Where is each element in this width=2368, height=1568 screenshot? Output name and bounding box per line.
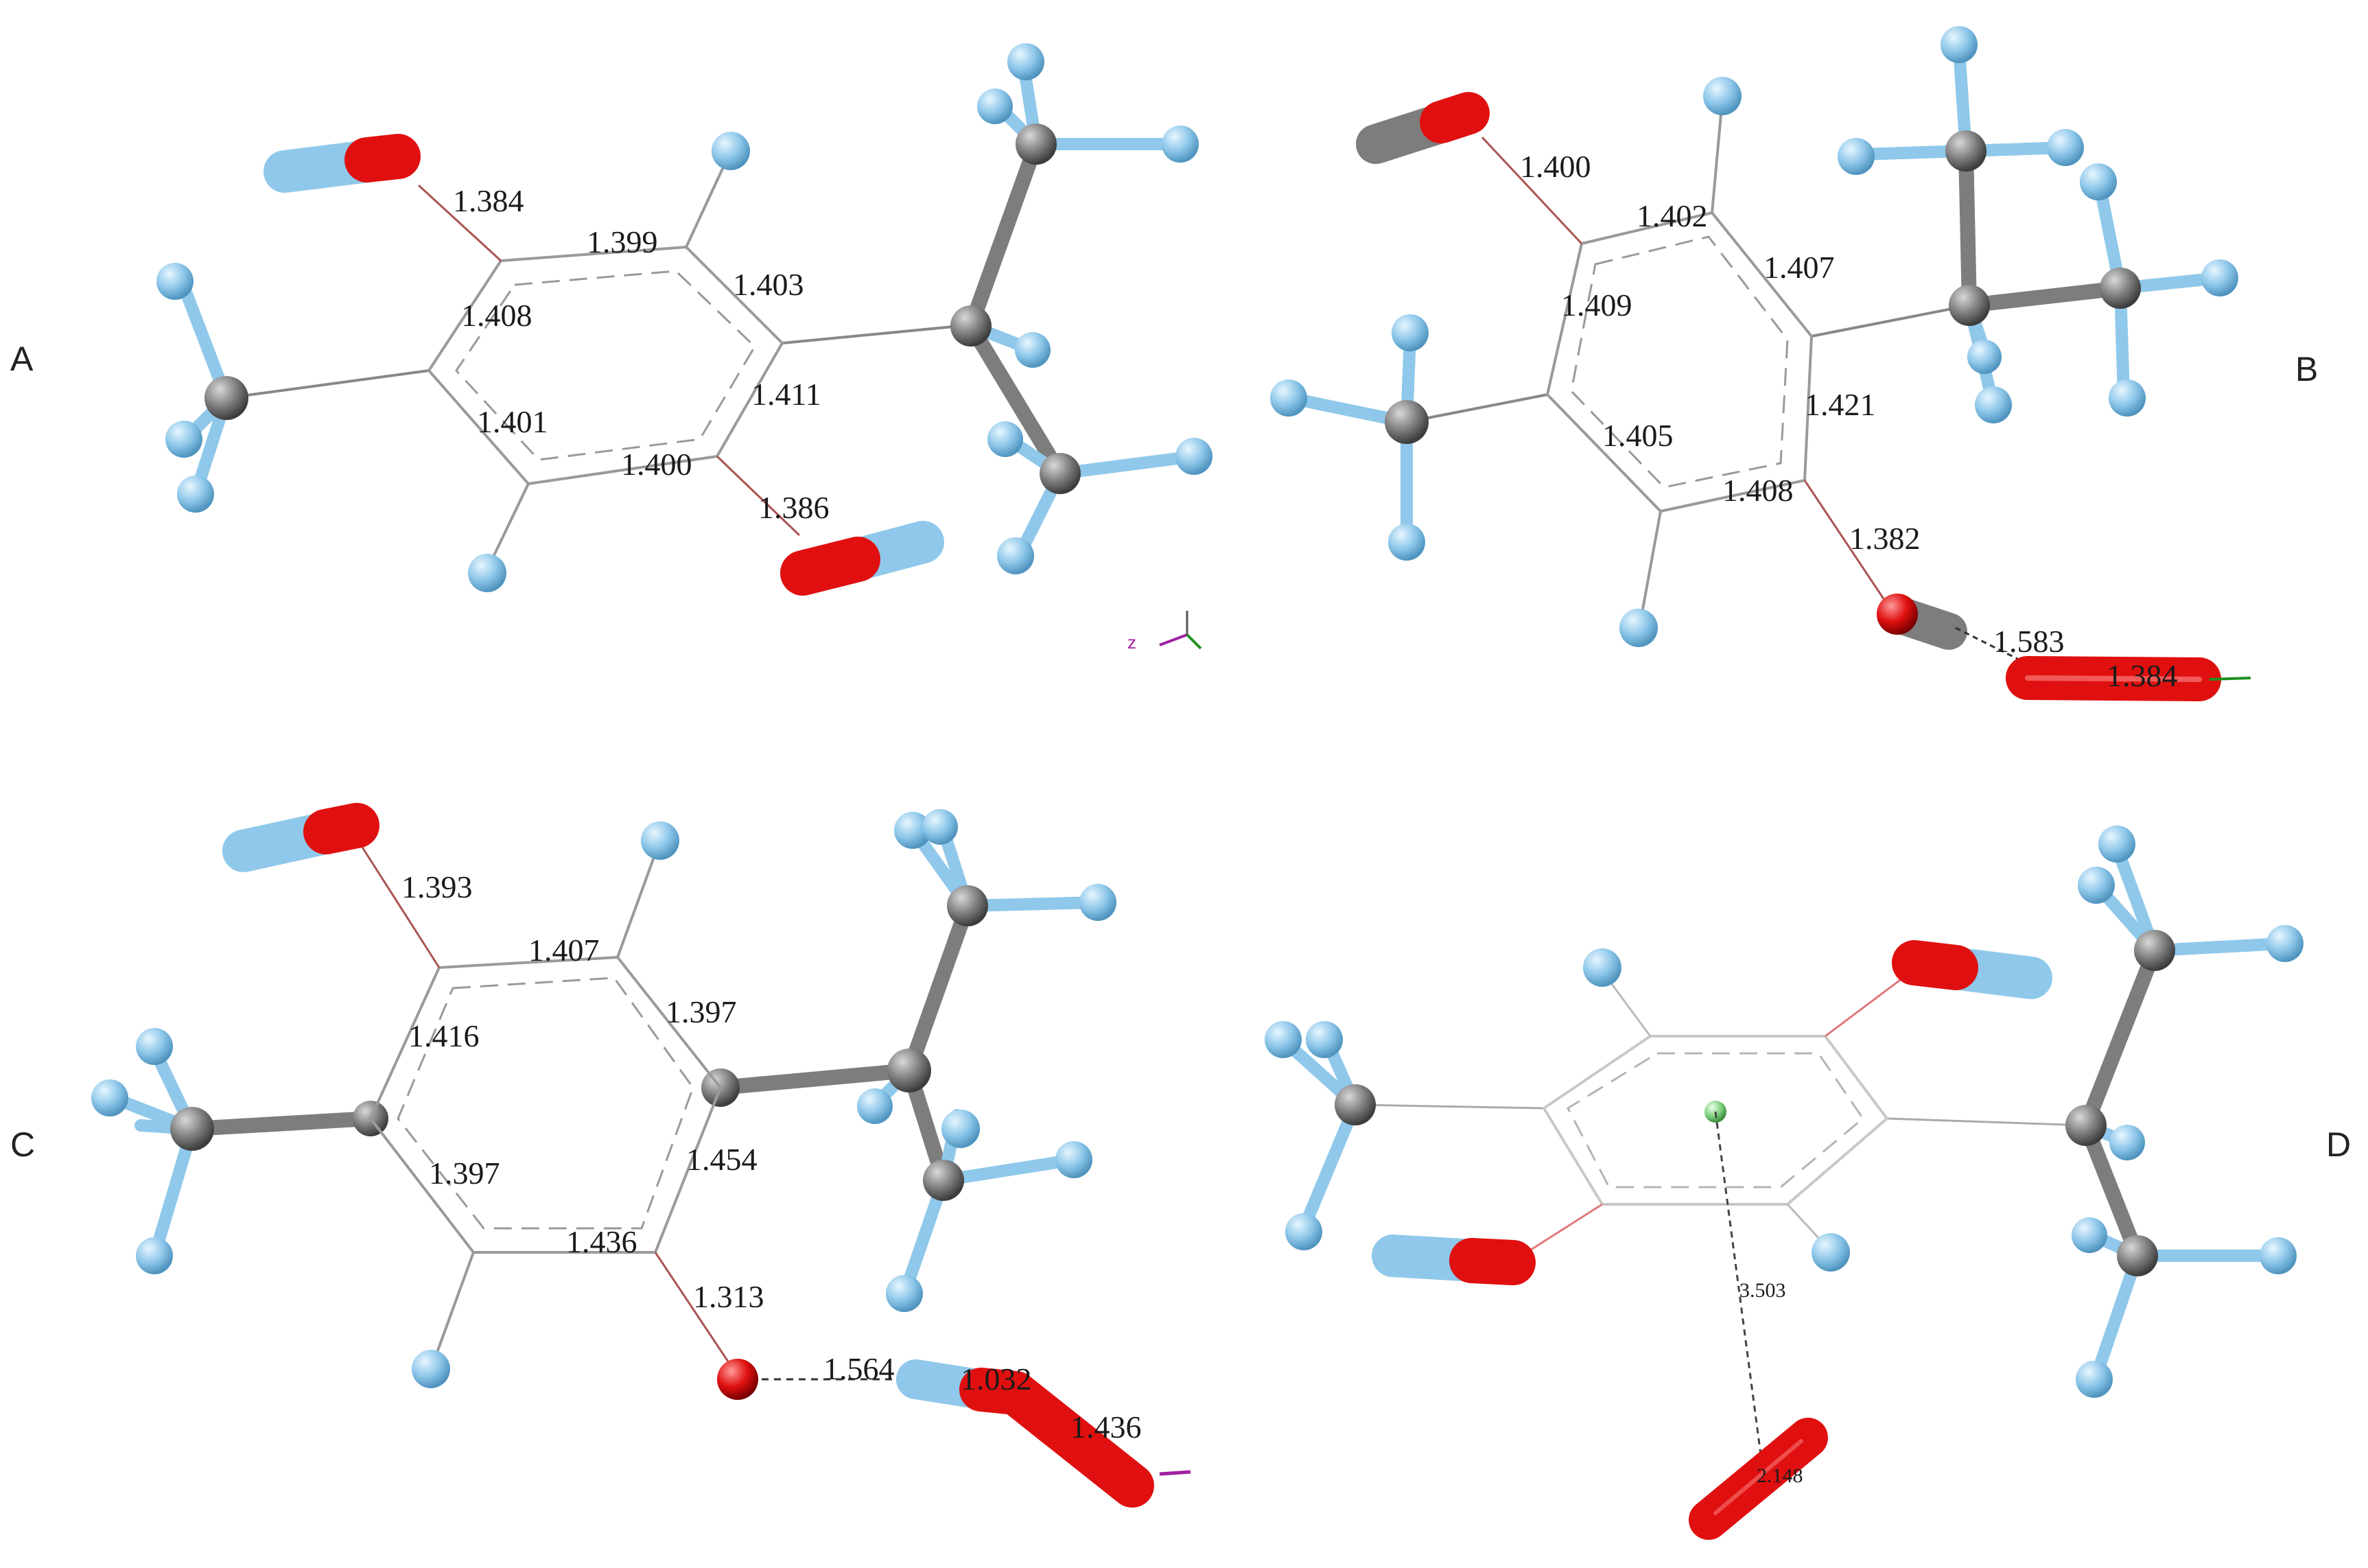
bond-length-label: 1.454	[686, 1142, 758, 1177]
panel-d: 3.503 2.148 D	[1265, 826, 2351, 1540]
bond-length-label: 1.399	[587, 224, 658, 259]
bond-length-label: 1.397	[666, 994, 737, 1029]
panel-label-c: C	[10, 1125, 35, 1164]
bond-length-label: 1.403	[733, 267, 804, 302]
bond-length-label: 1.402	[1637, 198, 1708, 233]
axis-triad: z	[1127, 611, 1202, 653]
panel-a: 1.384 1.399 1.408 1.403 1.411 1.401 1.40…	[10, 43, 1212, 653]
bond-length-label: 1.408	[461, 298, 532, 333]
panel-label-a: A	[10, 340, 34, 378]
bond-length-label: 1.397	[429, 1156, 500, 1191]
bond-length-label: 1.401	[477, 404, 548, 439]
ozone-bond-label: 2.148	[1757, 1464, 1803, 1487]
hydrogen-atom	[1162, 126, 1199, 163]
panel-b: 1.400 1.402 1.407 1.409 1.421 1.405 1.40…	[1270, 26, 2318, 701]
panel-label-b: B	[2295, 350, 2318, 388]
panel-c: 1.393 1.407 1.397 1.416 1.454 1.397 1.43…	[10, 803, 1191, 1508]
bond-length-label: 1.583	[1993, 624, 2065, 659]
bond-length-label: 1.416	[408, 1018, 480, 1053]
bond-length-label: 1.436	[566, 1224, 637, 1259]
bond-length-label: 1.405	[1602, 418, 1674, 453]
bond-length-label: 1.400	[621, 447, 692, 482]
bond-length-label: 1.313	[693, 1279, 764, 1314]
bond-length-label: 1.382	[1849, 521, 1921, 556]
panel-label-d: D	[2326, 1125, 2351, 1164]
bond-length-label: 1.411	[751, 377, 821, 412]
bond-length-label: 1.407	[1763, 250, 1835, 285]
bond-length-label: 1.386	[758, 490, 830, 525]
bond-length-label: 1.564	[823, 1351, 895, 1386]
bond-length-label: 1.436	[1070, 1409, 1142, 1444]
bond-length-label: 1.421	[1805, 387, 1876, 422]
z-axis-label: z	[1127, 632, 1136, 653]
bond-length-label: 1.393	[401, 869, 473, 904]
bond-length-label: 1.409	[1561, 288, 1632, 323]
bond-length-label: 1.408	[1722, 473, 1794, 508]
bond-length-label: 1.407	[528, 933, 600, 968]
bond-length-label: 1.032	[961, 1361, 1032, 1396]
bond-length-label: 1.384	[2107, 658, 2178, 693]
centroid-distance-label: 3.503	[1739, 1279, 1786, 1302]
bond-length-label: 1.400	[1520, 149, 1591, 184]
bond-length-label: 1.384	[453, 183, 524, 218]
